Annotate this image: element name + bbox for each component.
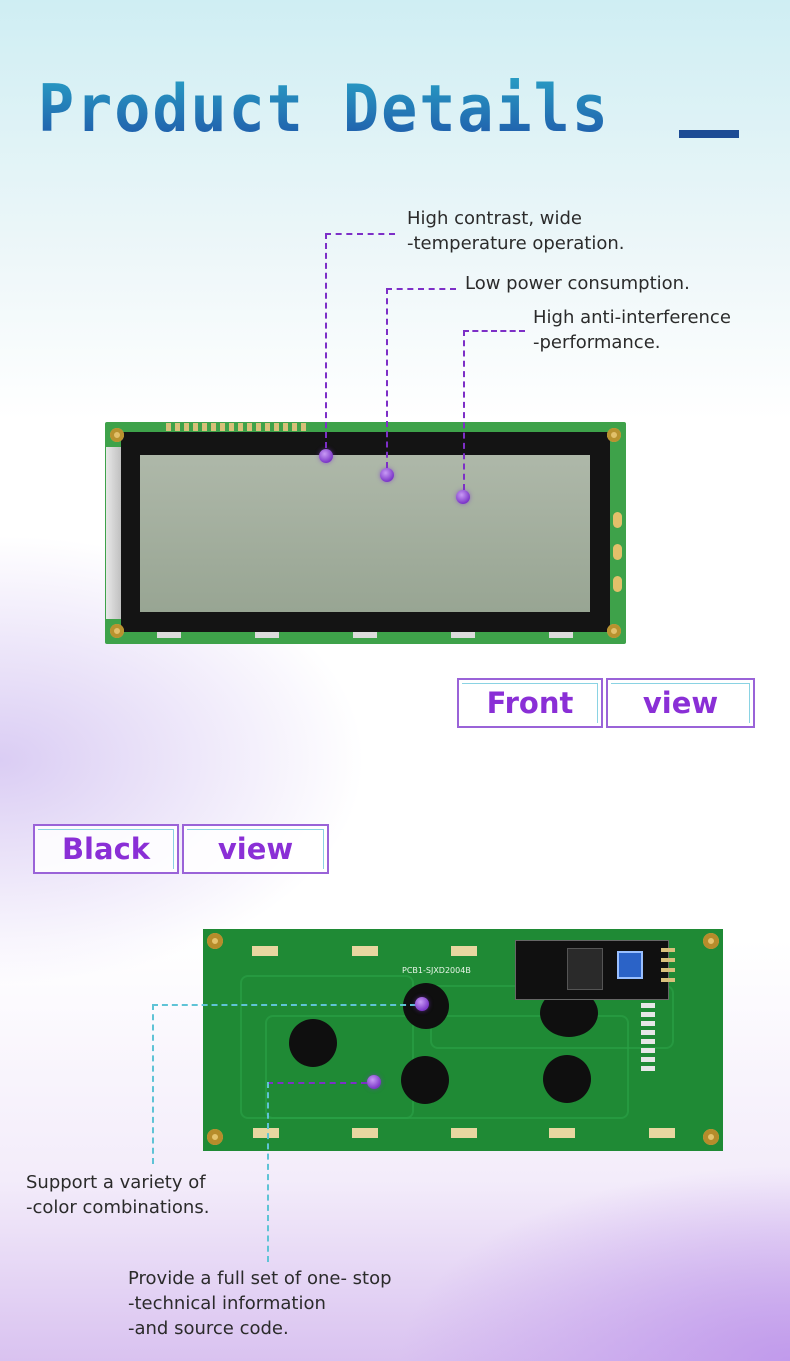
feature-note-support: Provide a full set of one- stop -technic… — [128, 1266, 392, 1341]
callout-line — [152, 1004, 154, 1164]
bottom-pad — [451, 632, 475, 638]
bottom-pad — [157, 632, 181, 638]
back-view-badge: Black view — [33, 824, 329, 874]
callout-line — [463, 330, 525, 332]
feature-note-contrast: High contrast, wide -temperature operati… — [407, 206, 625, 256]
note-line: -performance. — [533, 332, 661, 353]
pcb-pad — [252, 946, 278, 956]
callout-dot — [415, 997, 429, 1011]
callout-line — [325, 233, 327, 448]
lcd-screen — [140, 455, 590, 612]
callout-dot — [456, 490, 470, 504]
callout-line — [463, 330, 465, 490]
badge-left: Black — [33, 824, 179, 874]
note-line: High anti-interference — [533, 307, 731, 328]
resistor-array — [641, 1003, 655, 1075]
note-line: -color combinations. — [26, 1197, 210, 1218]
mount-hole — [607, 624, 621, 638]
chip-u4 — [289, 1019, 337, 1067]
feature-note-interference: High anti-interference -performance. — [533, 305, 731, 355]
backlight-strip — [106, 447, 124, 619]
pcb-pad — [352, 946, 378, 956]
feature-note-power: Low power consumption. — [465, 271, 690, 296]
front-view-badge: Front view — [457, 678, 755, 728]
title-underline — [679, 130, 739, 138]
note-line: Provide a full set of one- stop — [128, 1268, 392, 1289]
bottom-pad — [353, 632, 377, 638]
pcb-pad — [253, 1128, 279, 1138]
mount-hole — [207, 933, 223, 949]
pcb-pad — [451, 946, 477, 956]
callout-line — [386, 288, 456, 290]
i2c-chip — [567, 948, 603, 990]
note-line: Support a variety of — [26, 1172, 206, 1193]
bottom-pad — [549, 632, 573, 638]
note-line: Low power consumption. — [465, 273, 690, 294]
pcb-pad — [549, 1128, 575, 1138]
mount-hole — [110, 428, 124, 442]
header-pins — [166, 423, 306, 431]
note-line: -and source code. — [128, 1318, 289, 1339]
badge-right: view — [606, 678, 755, 728]
bottom-pad — [255, 632, 279, 638]
badge-left: Front — [457, 678, 603, 728]
feature-note-colors: Support a variety of -color combinations… — [26, 1170, 209, 1220]
i2c-pins — [661, 948, 675, 988]
callout-line — [267, 1082, 367, 1084]
pcb-label: PCB1-SJXD2004B — [402, 966, 471, 975]
mount-hole — [703, 1129, 719, 1145]
chip-u6 — [401, 1056, 449, 1104]
note-line: -technical information — [128, 1293, 326, 1314]
side-pad — [613, 512, 622, 528]
mount-hole — [110, 624, 124, 638]
chip-u5 — [543, 1055, 591, 1103]
mount-hole — [207, 1129, 223, 1145]
pcb-pad — [451, 1128, 477, 1138]
pcb-pad — [352, 1128, 378, 1138]
note-line: High contrast, wide — [407, 208, 582, 229]
pcb-trace — [265, 1015, 629, 1119]
mount-hole — [607, 428, 621, 442]
side-pad — [613, 576, 622, 592]
note-line: -temperature operation. — [407, 233, 625, 254]
page-title: Product Details — [38, 66, 610, 152]
callout-dot — [380, 468, 394, 482]
callout-line — [267, 1082, 269, 1262]
pcb-pad — [649, 1128, 675, 1138]
badge-right: view — [182, 824, 329, 874]
callout-line — [386, 288, 388, 468]
contrast-potentiometer — [617, 951, 643, 979]
side-pad — [613, 544, 622, 560]
callout-line — [152, 1004, 416, 1006]
callout-dot — [367, 1075, 381, 1089]
mount-hole — [703, 933, 719, 949]
callout-line — [325, 233, 395, 235]
callout-dot — [319, 449, 333, 463]
